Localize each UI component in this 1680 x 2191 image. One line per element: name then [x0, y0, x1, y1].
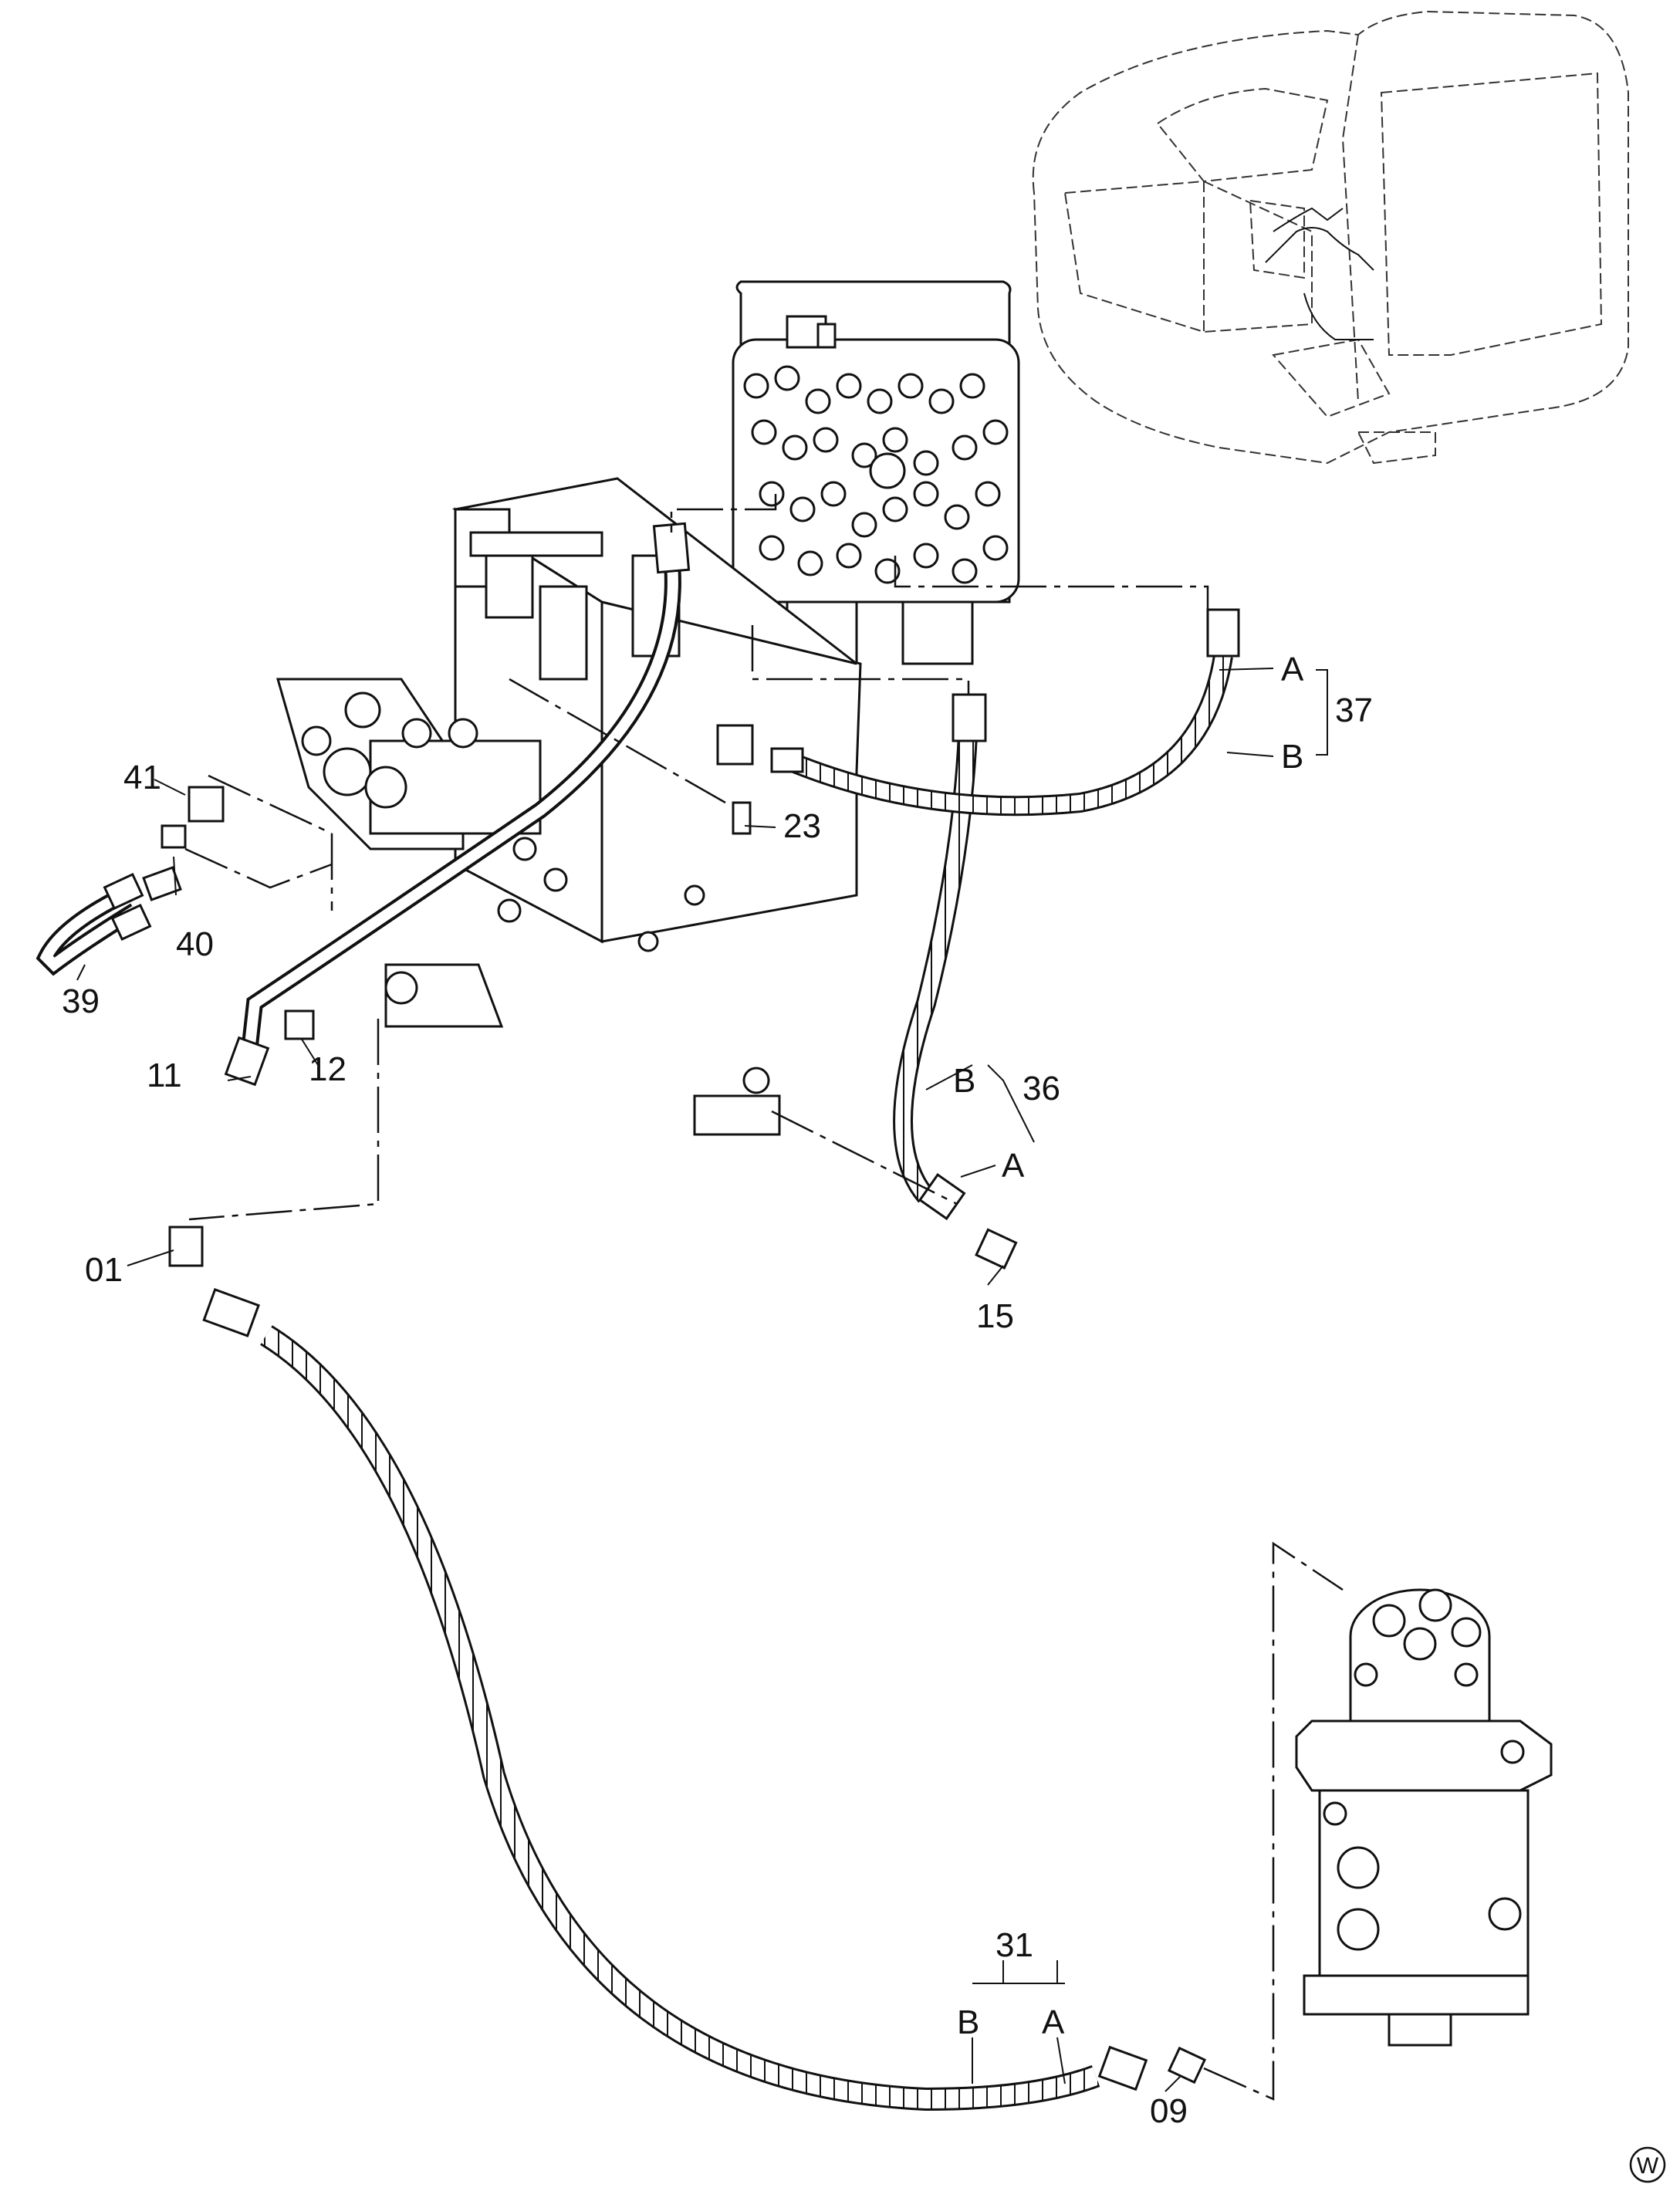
callout-15: 15 [976, 1297, 1014, 1335]
hose-end-markers: A B B A B A [953, 651, 1304, 2041]
hose-37-end-a: A [1281, 651, 1304, 688]
corner-mark-letter: W [1637, 2153, 1659, 2179]
hose-36-end-a: A [1002, 1147, 1025, 1185]
fittings [103, 522, 1240, 2091]
part-callouts: 41 40 39 11 12 23 15 01 09 37 36 31 [62, 691, 1373, 2130]
callout-11: 11 [147, 1057, 182, 1094]
callout-09: 09 [1150, 2092, 1188, 2130]
callout-12: 12 [309, 1050, 346, 1088]
callout-31: 31 [995, 1926, 1033, 1964]
callout-37: 37 [1335, 691, 1373, 729]
control-valve-assembly [276, 477, 862, 1136]
hose-36-end-b: B [953, 1062, 975, 1100]
center-swivel-joint [1295, 1588, 1553, 2047]
pilot-valve-ports [743, 365, 1009, 584]
hose-36 [893, 713, 979, 1203]
callout-39: 39 [62, 982, 100, 1020]
connection-lines [184, 494, 1344, 2101]
hose-11 [238, 554, 681, 1074]
callout-01: 01 [85, 1251, 123, 1289]
hose-37-end-b: B [1281, 738, 1303, 776]
hose-31 [260, 1325, 1100, 2112]
hose-31-end-a: A [1042, 2003, 1065, 2041]
hose-39 [35, 888, 140, 976]
callout-leaders [76, 668, 1328, 2092]
callout-36: 36 [1023, 1070, 1060, 1107]
callout-41: 41 [123, 759, 161, 796]
callout-40: 40 [176, 925, 214, 963]
callout-23: 23 [783, 807, 821, 845]
corner-mark: W [1629, 2146, 1666, 2183]
hose-37 [783, 654, 1233, 817]
hose-31-end-b: B [957, 2003, 979, 2041]
excavator-overview-illustration [1032, 10, 1629, 465]
